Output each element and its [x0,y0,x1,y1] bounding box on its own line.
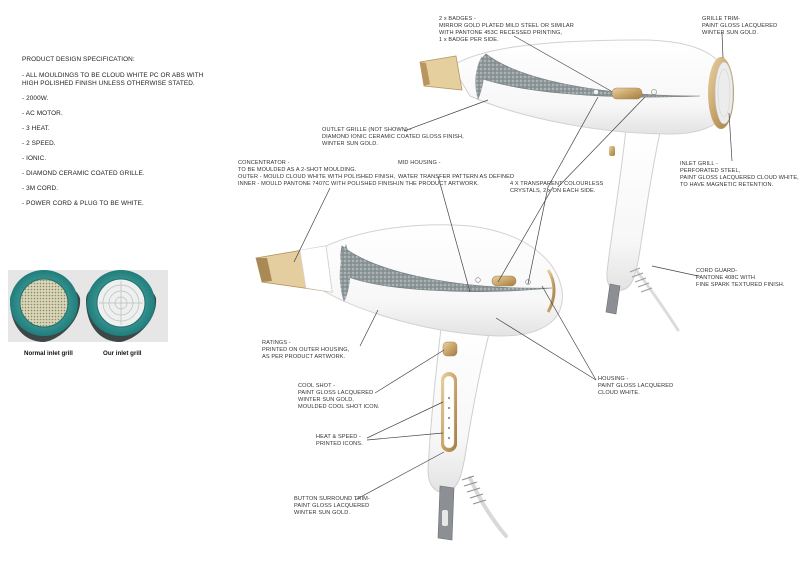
product-spec: PRODUCT DESIGN SPECIFICATION: - ALL MOUL… [22,56,222,215]
front-cord-spring [461,475,487,505]
spec-title: PRODUCT DESIGN SPECIFICATION: [22,56,135,63]
annotation-concentrator: CONCENTRATOR - TO BE MOULDED AS A 2-SHOT… [238,160,399,187]
annotation-outlet-grille: OUTLET GRILLE (NOT SHOWN) - DIAMOND IONI… [322,127,464,147]
spec-item: - 2 SPEED. [22,140,56,147]
rear-barrel [451,39,731,135]
rear-handle [606,127,661,291]
spec-item: - POWER CORD & PLUG TO BE WHITE. [22,200,144,207]
annotation-button-trim: BUTTON SURROUND TRIM- PAINT GLOSS LACQUE… [294,496,370,516]
inlet-grill-comparison [8,270,168,342]
annotation-ratings: RATINGS - PRINTED ON OUTER HOUSING, AS P… [262,340,350,360]
annotation-badges: 2 x BADGES - MIRROR GOLD PLATED MILD STE… [439,16,574,43]
annotation-housing: HOUSING - PAINT GLOSS LACQUERED CLOUD WH… [598,376,674,396]
dryer-rear-view [419,39,734,332]
annotation-crystals: 4 X TRANSPARENT COLOURLESS CRYSTALS, 2 x… [510,181,604,194]
front-cord [468,476,508,538]
spec-item: - 2000W. [22,95,49,102]
spec-item: - AC MOTOR. [22,110,63,117]
front-badge [491,275,517,287]
leader-lines [293,32,733,501]
rear-cord-spring [629,267,653,293]
spec-item: - 3M CORD. [22,185,59,192]
spec-item: - DIAMOND CERAMIC COATED GRILLE. [22,170,145,177]
rear-badge [611,87,643,100]
heat-speed-icons [448,397,450,439]
rear-crystal [593,89,599,95]
front-handle [427,319,493,493]
annotation-cord-guard: CORD GUARD- PANTONE 408C WITH FINE SPARK… [696,268,785,288]
dryer-front-view [255,224,563,541]
annotation-heat-speed: HEAT & SPEED - PRINTED ICONS. [316,434,363,447]
front-crystal [475,277,481,283]
spec-item: - 3 HEAT. [22,125,50,132]
spec-item: - IONIC. [22,155,47,162]
annotation-grille-trim: GRILLE TRIM- PAINT GLOSS LACQUERED WINTE… [702,16,778,36]
annotation-cool-shot: COOL SHOT - PAINT GLOSS LACQUERED WINTER… [298,383,380,410]
rear-cord-guard [605,283,621,315]
spec-item: - ALL MOULDINGS TO BE CLOUD WHITE PC OR … [22,72,204,87]
annotation-mid-housing: MID HOUSING - WATER TRANSFER PATTERN AS … [398,160,515,187]
normal-inlet-caption: Normal inlet grill [24,350,73,357]
rear-nozzle [419,55,463,91]
rear-inlet-grille [714,61,734,125]
our-inlet-caption: Our inlet grill [103,350,142,357]
normal-inlet-grill-image [10,270,81,342]
annotation-inlet-grill: INLET GRILL - PERFORATED STEEL, PAINT GL… [680,161,799,188]
cool-shot-button [442,341,458,357]
rear-cord [634,268,680,332]
our-inlet-grill-image [86,270,157,342]
